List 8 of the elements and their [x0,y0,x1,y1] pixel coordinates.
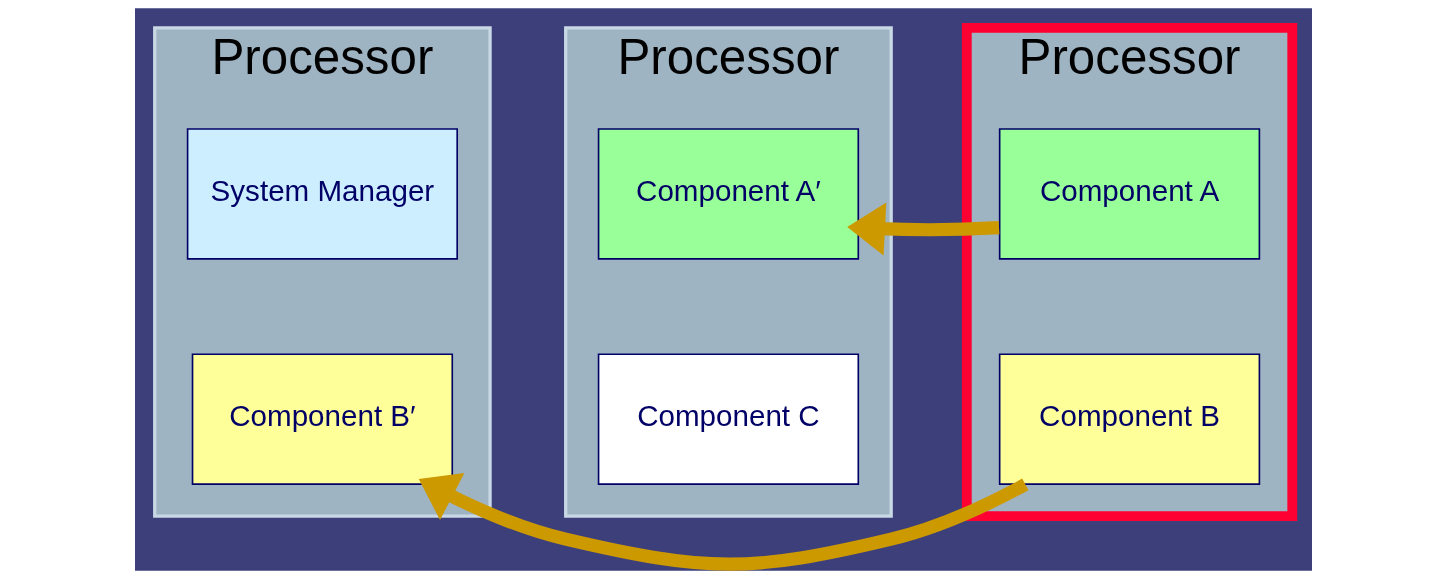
node-box: Component A′ [597,128,860,260]
node-box: Component A [998,128,1261,260]
node-box: System Manager [186,128,458,260]
arrow [847,202,1000,256]
node-box: Component C [597,353,860,485]
arrow [418,473,1029,571]
node-box: Component B′ [191,353,454,485]
node-box: Component B [998,353,1261,485]
